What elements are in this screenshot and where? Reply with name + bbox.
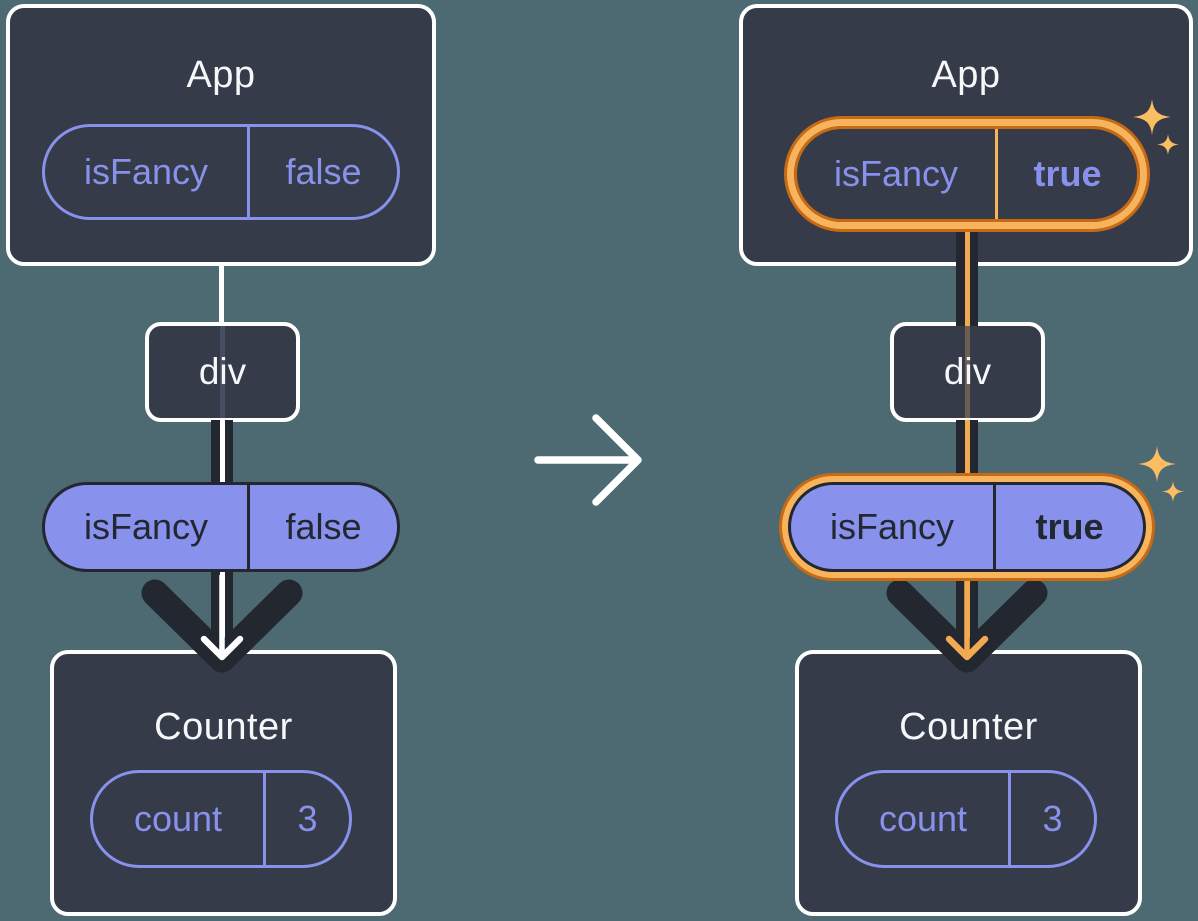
app-state-pill-after: isFancy true — [794, 126, 1140, 222]
app-title: App — [186, 54, 256, 96]
pill-divider — [993, 485, 996, 569]
app-title: App — [931, 54, 1001, 96]
state-name: count — [878, 798, 968, 839]
prop-value: true — [1035, 506, 1104, 547]
pill-divider — [1008, 773, 1011, 865]
pill-divider — [247, 127, 250, 217]
transition-arrow-icon — [534, 414, 642, 506]
connector-band-app-div-after — [956, 230, 978, 326]
div-node-box-after: div — [890, 322, 1045, 422]
state-value: 3 — [1042, 798, 1063, 839]
pill-divider — [263, 773, 266, 865]
div-label: div — [198, 351, 247, 392]
counter-title: Counter — [899, 706, 1038, 748]
state-name: isFancy — [83, 151, 209, 192]
connector-through-line — [965, 326, 970, 418]
state-name: isFancy — [833, 153, 959, 194]
connector-band-div-pill-after — [956, 420, 978, 484]
prop-pill-before: isFancy false — [42, 482, 400, 572]
div-node-box-before: div — [145, 322, 300, 422]
app-state-pill-before: isFancy false — [42, 124, 400, 220]
count-state-pill-before: count 3 — [90, 770, 352, 868]
prop-name: isFancy — [829, 506, 955, 547]
counter-title: Counter — [154, 706, 293, 748]
state-value: false — [285, 151, 362, 192]
connector-core-line — [964, 420, 970, 484]
connector-core-line — [964, 230, 970, 326]
pill-divider — [247, 485, 250, 569]
sparkles-icon — [1138, 446, 1184, 502]
div-label: div — [943, 351, 992, 392]
connector-band-div-pill-before — [211, 420, 233, 484]
state-value: true — [1033, 153, 1102, 194]
connector-line-app-div-before — [219, 263, 224, 326]
pill-divider — [995, 129, 998, 219]
prop-name: isFancy — [83, 506, 209, 547]
prop-value: false — [285, 506, 362, 547]
state-name: count — [133, 798, 223, 839]
connector-core-line — [219, 420, 225, 484]
count-state-pill-after: count 3 — [835, 770, 1097, 868]
arrowhead-icon-before — [141, 575, 303, 673]
sparkles-icon — [1133, 99, 1179, 155]
arrowhead-icon-after — [886, 575, 1048, 673]
connector-through-line — [220, 326, 225, 418]
state-value: 3 — [297, 798, 318, 839]
prop-pill-after: isFancy true — [788, 482, 1146, 572]
